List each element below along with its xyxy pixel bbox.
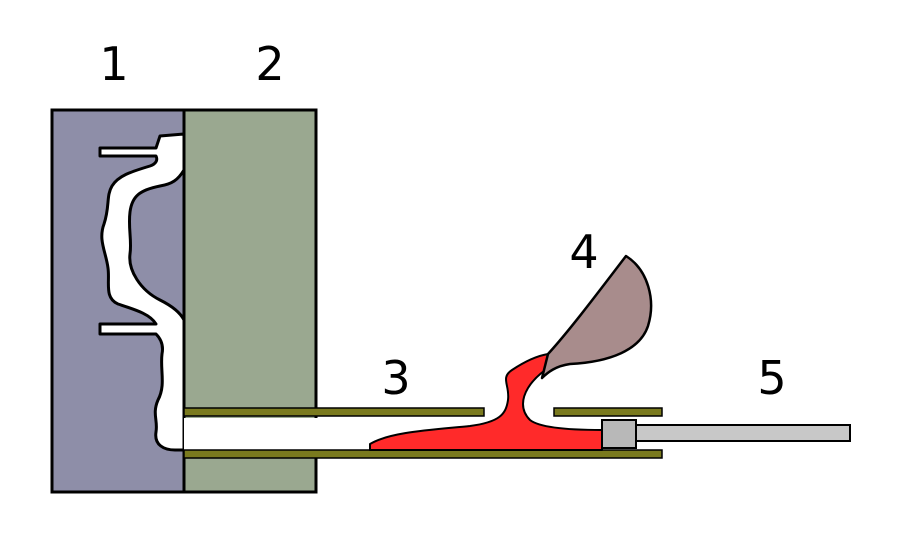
shot-sleeve-top-right: [553, 407, 663, 417]
die-cavity: [98, 132, 186, 452]
label-part-3: 3: [381, 351, 410, 405]
label-part-2: 2: [255, 37, 284, 91]
ladle: [540, 254, 653, 380]
shot-sleeve-bottom: [183, 449, 663, 459]
label-part-4: 4: [569, 225, 598, 279]
label-part-1: 1: [99, 37, 128, 91]
molten-metal: [369, 353, 603, 451]
shot-sleeve-top-left: [183, 407, 485, 417]
plunger-rod: [635, 424, 851, 442]
label-part-5: 5: [757, 351, 786, 405]
plunger-head: [601, 419, 637, 449]
